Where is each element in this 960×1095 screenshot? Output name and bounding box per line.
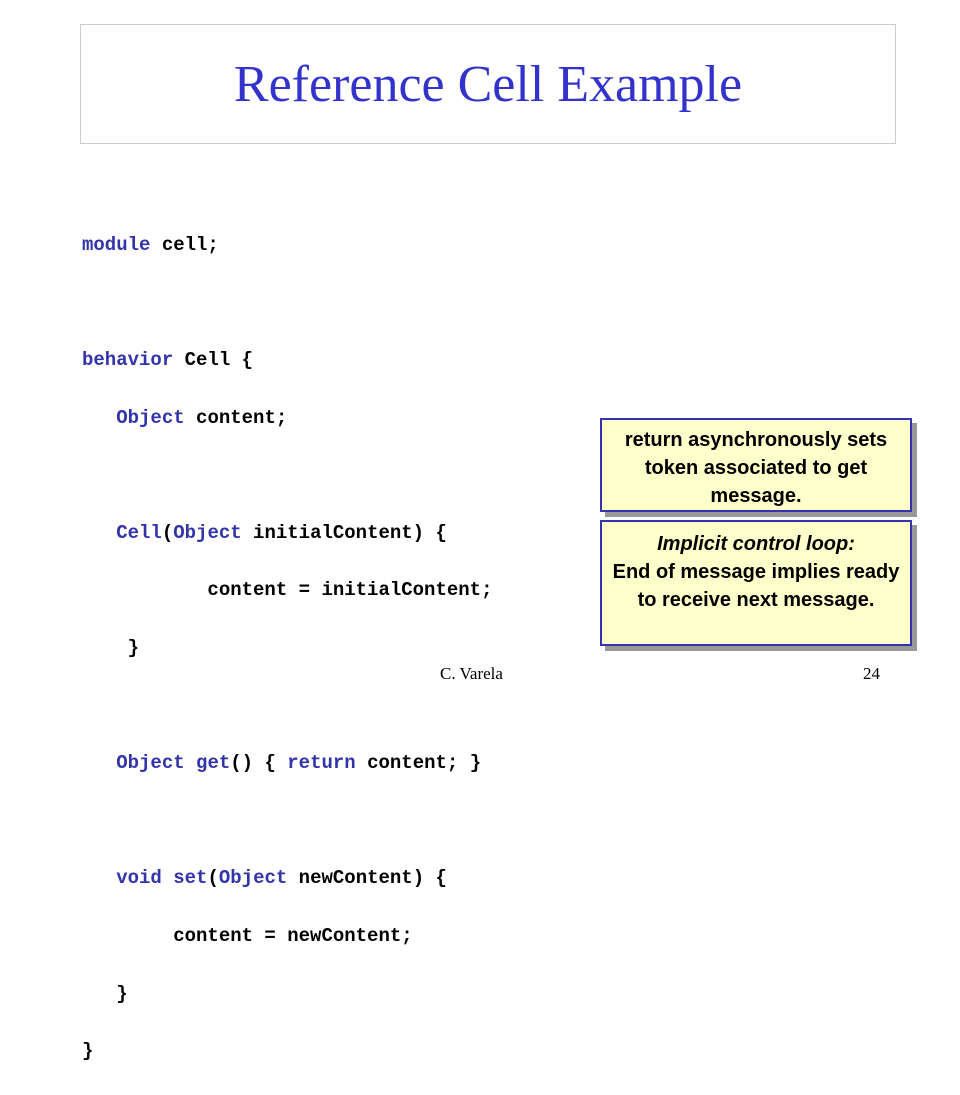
code-text: Cell {: [173, 348, 254, 371]
keyword-set: set: [173, 867, 208, 890]
keyword-module: module: [82, 233, 151, 256]
control-loop-text: End of message implies ready to receive …: [612, 561, 900, 611]
footer-author: C. Varela: [440, 664, 503, 683]
code-line-blank: [82, 692, 492, 721]
code-line-blank: [82, 461, 492, 490]
code-text: () {: [230, 752, 288, 775]
control-loop-callout: Implicit control loop: End of message im…: [600, 520, 912, 646]
code-line-4: Cell(Object initialContent) {: [82, 519, 492, 548]
keyword-get: get: [196, 752, 231, 775]
code-line-11: }: [82, 1040, 94, 1063]
code-text: content; }: [355, 752, 482, 775]
indent: [82, 522, 116, 544]
code-line-2: behavior Cell {: [82, 346, 492, 375]
slide-title: Reference Cell Example: [233, 55, 743, 113]
title-box: Reference Cell Example: [80, 24, 896, 144]
code-line-9: content = newContent;: [82, 924, 413, 947]
code-text: initialContent) {: [241, 521, 447, 544]
keyword-cell: Cell: [116, 521, 162, 544]
keyword-object: Object: [116, 752, 185, 775]
keyword-return: return: [287, 752, 356, 775]
code-line-1: module cell;: [82, 231, 492, 260]
return-callout-text: return asynchronously sets token associa…: [624, 429, 888, 507]
code-text: (: [161, 521, 174, 544]
code-line-7: Object get() { return content; }: [82, 749, 492, 778]
indent: [82, 867, 116, 889]
control-loop-title: Implicit control loop:: [657, 533, 855, 555]
code-line-blank: [82, 288, 492, 317]
keyword-behavior: behavior: [82, 348, 174, 371]
keyword-object: Object: [218, 867, 288, 890]
keyword-object: Object: [116, 406, 185, 429]
code-text: content;: [184, 406, 288, 429]
code-text: [162, 867, 173, 889]
keyword-void: void: [116, 867, 162, 890]
page-number: 24: [863, 664, 880, 683]
code-line-10: }: [82, 982, 128, 1005]
code-text: (: [207, 867, 219, 890]
indent: [82, 407, 116, 429]
keyword-object: Object: [173, 521, 242, 544]
code-line-3: Object content;: [82, 404, 492, 433]
code-line-6: }: [82, 636, 140, 659]
code-text: [185, 752, 196, 774]
code-line-8: void set(Object newContent) {: [82, 864, 492, 893]
code-text: newContent) {: [287, 867, 447, 890]
code-line-blank: [82, 807, 492, 836]
return-callout: return asynchronously sets token associa…: [600, 418, 912, 512]
code-block: module cell; behavior Cell { Object cont…: [82, 202, 492, 1095]
code-text: cell;: [150, 233, 219, 256]
indent: [82, 752, 116, 774]
code-line-5: content = initialContent;: [82, 579, 493, 602]
